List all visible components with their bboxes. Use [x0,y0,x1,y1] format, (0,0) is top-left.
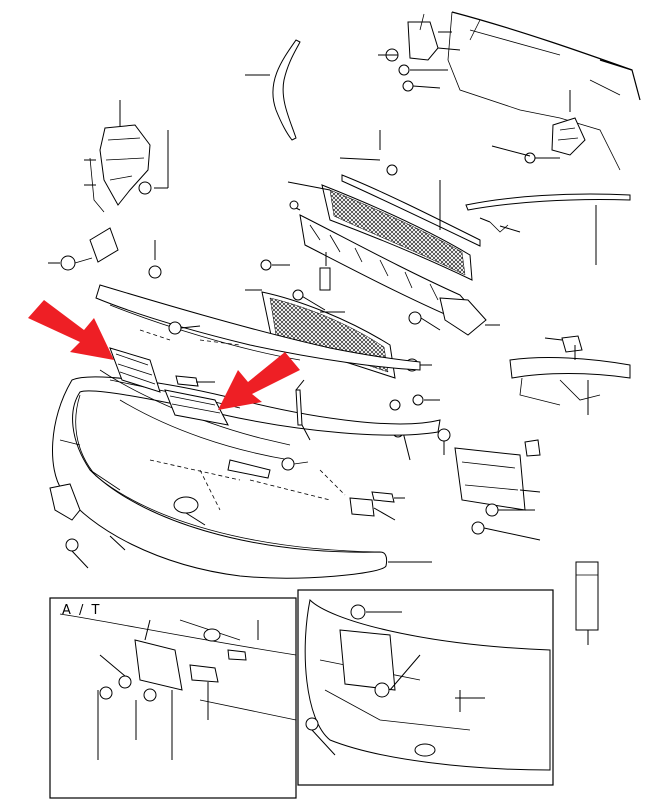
highlight-arrow-right [218,352,300,410]
upper-grille [287,130,481,281]
license-plate-bracket [454,439,541,541]
vehicle-body-outline [447,11,641,171]
bumper-reinforcement [95,284,421,461]
left-fender-fastener [48,227,162,279]
right-side-bracket [491,90,586,164]
right-bumper-bracket [509,335,631,415]
upper-trim-strip [245,39,301,141]
fog-lamp-bezel-left [109,347,161,393]
upper-mounting-bracket [378,13,461,92]
grille-support-frame [289,200,500,336]
lower-chin-piece [49,483,432,569]
front-bumper-cover [52,376,441,579]
small-trim-pieces [173,375,405,526]
inset-assembled-view [297,589,554,786]
inset-label: A / T [62,603,101,618]
fog-lamp-bezel-right [164,389,229,426]
right-trim-strip [465,193,631,265]
left-mounting-bracket [84,100,169,213]
highlight-arrow-left [28,300,114,360]
mid-fasteners [168,321,311,479]
adhesive-bottle [575,561,599,645]
inset-at-panel: A / T [49,597,297,799]
